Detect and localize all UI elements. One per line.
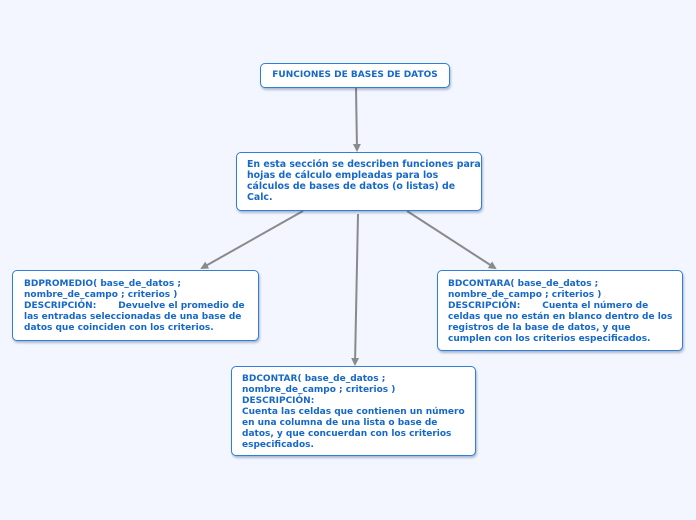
function-signature: BDCONTARA( base_de_datos ; bbox=[448, 279, 599, 289]
function-description: DESCRIPCIÓN: Cuenta el número de bbox=[448, 301, 649, 311]
function-description: cumplen con los criterios especificados. bbox=[448, 334, 651, 344]
function-description: celdas que no están en blanco dentro de … bbox=[448, 312, 673, 322]
function-description: datos, y que concuerdan con los criterio… bbox=[242, 429, 452, 439]
function-description: registros de la base de datos, y que bbox=[448, 323, 631, 333]
bdpromedio-node[interactable]: BDPROMEDIO( base_de_datos ; nombre_de_ca… bbox=[12, 270, 259, 341]
node-text: FUNCIONES DE BASES DE DATOS bbox=[272, 70, 438, 80]
function-description: Cuenta las celdas que contienen un númer… bbox=[242, 407, 465, 417]
node-text: hojas de cálculo empleadas para los bbox=[247, 170, 439, 181]
node-text: cálculos de bases de datos (o listas) de bbox=[247, 181, 456, 192]
edge-intro-to-bdcontar bbox=[351, 213, 360, 366]
function-signature: BDCONTAR( base_de_datos ; bbox=[242, 374, 386, 384]
function-signature: nombre_de_campo ; criterios ) bbox=[448, 290, 602, 300]
node-text: Calc. bbox=[247, 192, 273, 203]
edge-root-to-intro bbox=[352, 87, 361, 152]
edge-intro-to-bdcontara bbox=[406, 210, 497, 270]
function-signature: nombre_de_campo ; criterios ) bbox=[24, 290, 178, 300]
function-signature: nombre_de_campo ; criterios ) bbox=[242, 385, 396, 395]
function-description: las entradas seleccionadas de una base d… bbox=[24, 312, 242, 322]
function-signature: BDPROMEDIO( base_de_datos ; bbox=[24, 279, 181, 289]
function-description: en una columna de una lista o base de bbox=[242, 418, 438, 428]
function-description: datos que coinciden con los criterios. bbox=[24, 323, 214, 333]
bdcontar-node[interactable]: BDCONTAR( base_de_datos ; nombre_de_camp… bbox=[231, 366, 476, 456]
edge-intro-to-bdpromedio bbox=[200, 210, 304, 269]
function-description: DESCRIPCIÓN: Devuelve el promedio de bbox=[24, 301, 245, 311]
root-node-funciones-bases-de-datos[interactable]: FUNCIONES DE BASES DE DATOS bbox=[260, 63, 450, 88]
node-text: En esta sección se describen funciones p… bbox=[247, 159, 481, 170]
intro-node[interactable]: En esta sección se describen funciones p… bbox=[236, 152, 482, 211]
function-description: especificados. bbox=[242, 440, 314, 450]
description-label: DESCRIPCIÓN: bbox=[242, 396, 315, 406]
bdcontara-node[interactable]: BDCONTARA( base_de_datos ; nombre_de_cam… bbox=[437, 270, 683, 351]
